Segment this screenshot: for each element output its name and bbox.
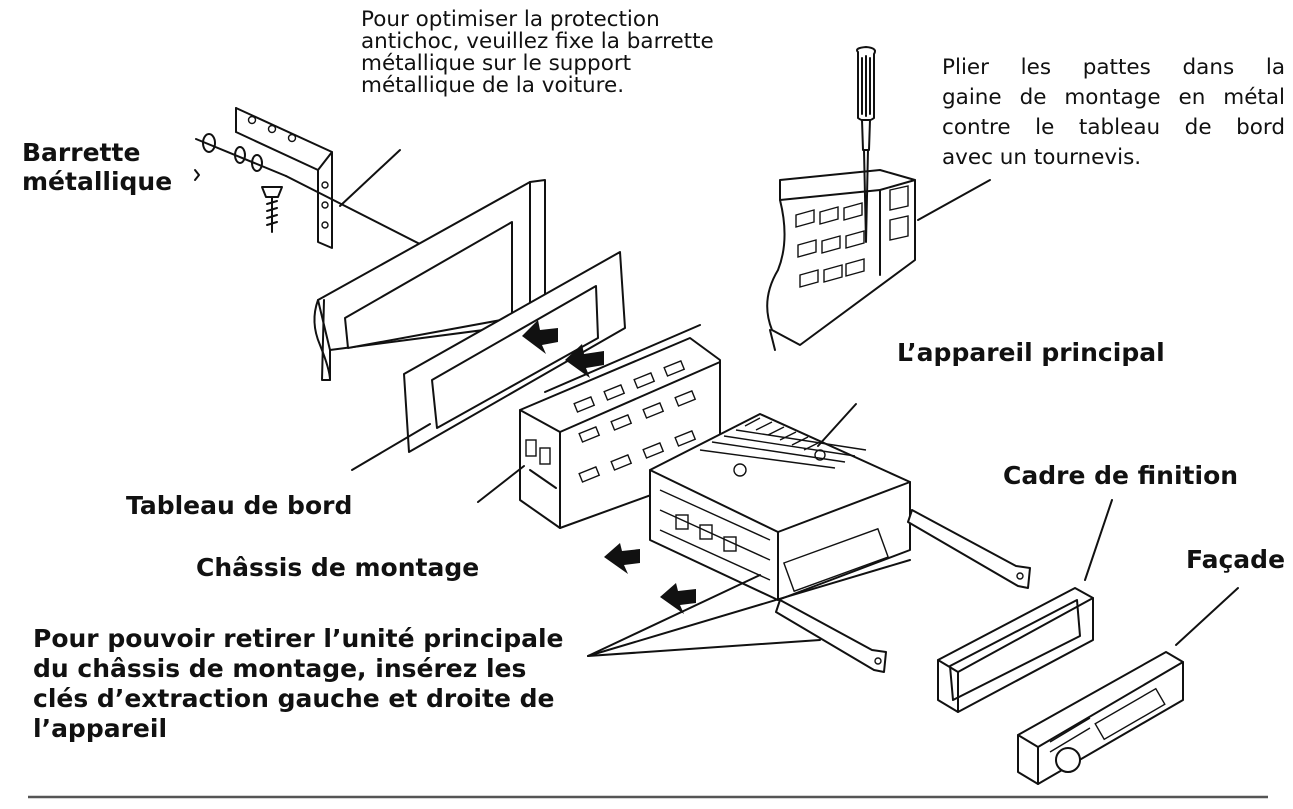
insert-arrows — [522, 320, 604, 378]
unit-arrows — [604, 543, 696, 614]
bottom-note-line-3: clés d’extraction gauche et droite de — [33, 684, 555, 713]
front-panel-illustration — [1017, 587, 1239, 785]
top-note-line-1: Pour optimiser la protection — [361, 7, 660, 32]
right-note-line-1: Plier les pattes dans la — [942, 55, 1285, 80]
bottom-note-line-2: du châssis de montage, insérez les — [33, 654, 527, 683]
main-unit-illustration — [649, 403, 911, 601]
front-panel-label: Façade — [1186, 545, 1286, 574]
trim-frame-illustration — [937, 499, 1113, 713]
top-note-line-4: métallique de la voiture. — [361, 73, 625, 98]
mounting-chassis-label: Châssis de montage — [196, 553, 480, 582]
top-instruction-note: Pour optimiser la protection antichoc, v… — [361, 9, 714, 97]
right-instruction-note: Plier les pattes dans la gaine de montag… — [942, 53, 1285, 173]
top-note-line-2: antichoc, veuillez fixe la barrette — [361, 29, 714, 54]
extraction-keys-illustration — [587, 509, 1031, 673]
barrette-label-line-1: Barrette — [22, 138, 141, 167]
barrette-label: Barrette métallique — [22, 138, 172, 196]
barrette-label-line-2: métallique — [22, 167, 173, 196]
trim-frame-label: Cadre de finition — [1003, 461, 1239, 490]
bottom-note-line-1: Pour pouvoir retirer l’unité principale — [33, 624, 564, 653]
right-note-line-4: avec un tournevis. — [942, 145, 1142, 170]
bottom-instruction-note: Pour pouvoir retirer l’unité principale … — [33, 624, 564, 744]
right-note-line-2: gaine de montage en métal — [942, 85, 1285, 110]
screwdriver-detail-illustration — [766, 46, 991, 351]
trim-panel-illustration — [351, 251, 626, 471]
bottom-note-line-4: l’appareil — [33, 714, 168, 743]
right-note-line-3: contre le tableau de bord — [942, 115, 1285, 140]
top-note-line-3: métallique sur le support — [361, 51, 632, 76]
main-unit-label: L’appareil principal — [897, 338, 1165, 367]
dashboard-illustration — [313, 149, 546, 381]
metal-strap-illustration — [194, 107, 531, 301]
dashboard-label: Tableau de bord — [126, 491, 353, 520]
